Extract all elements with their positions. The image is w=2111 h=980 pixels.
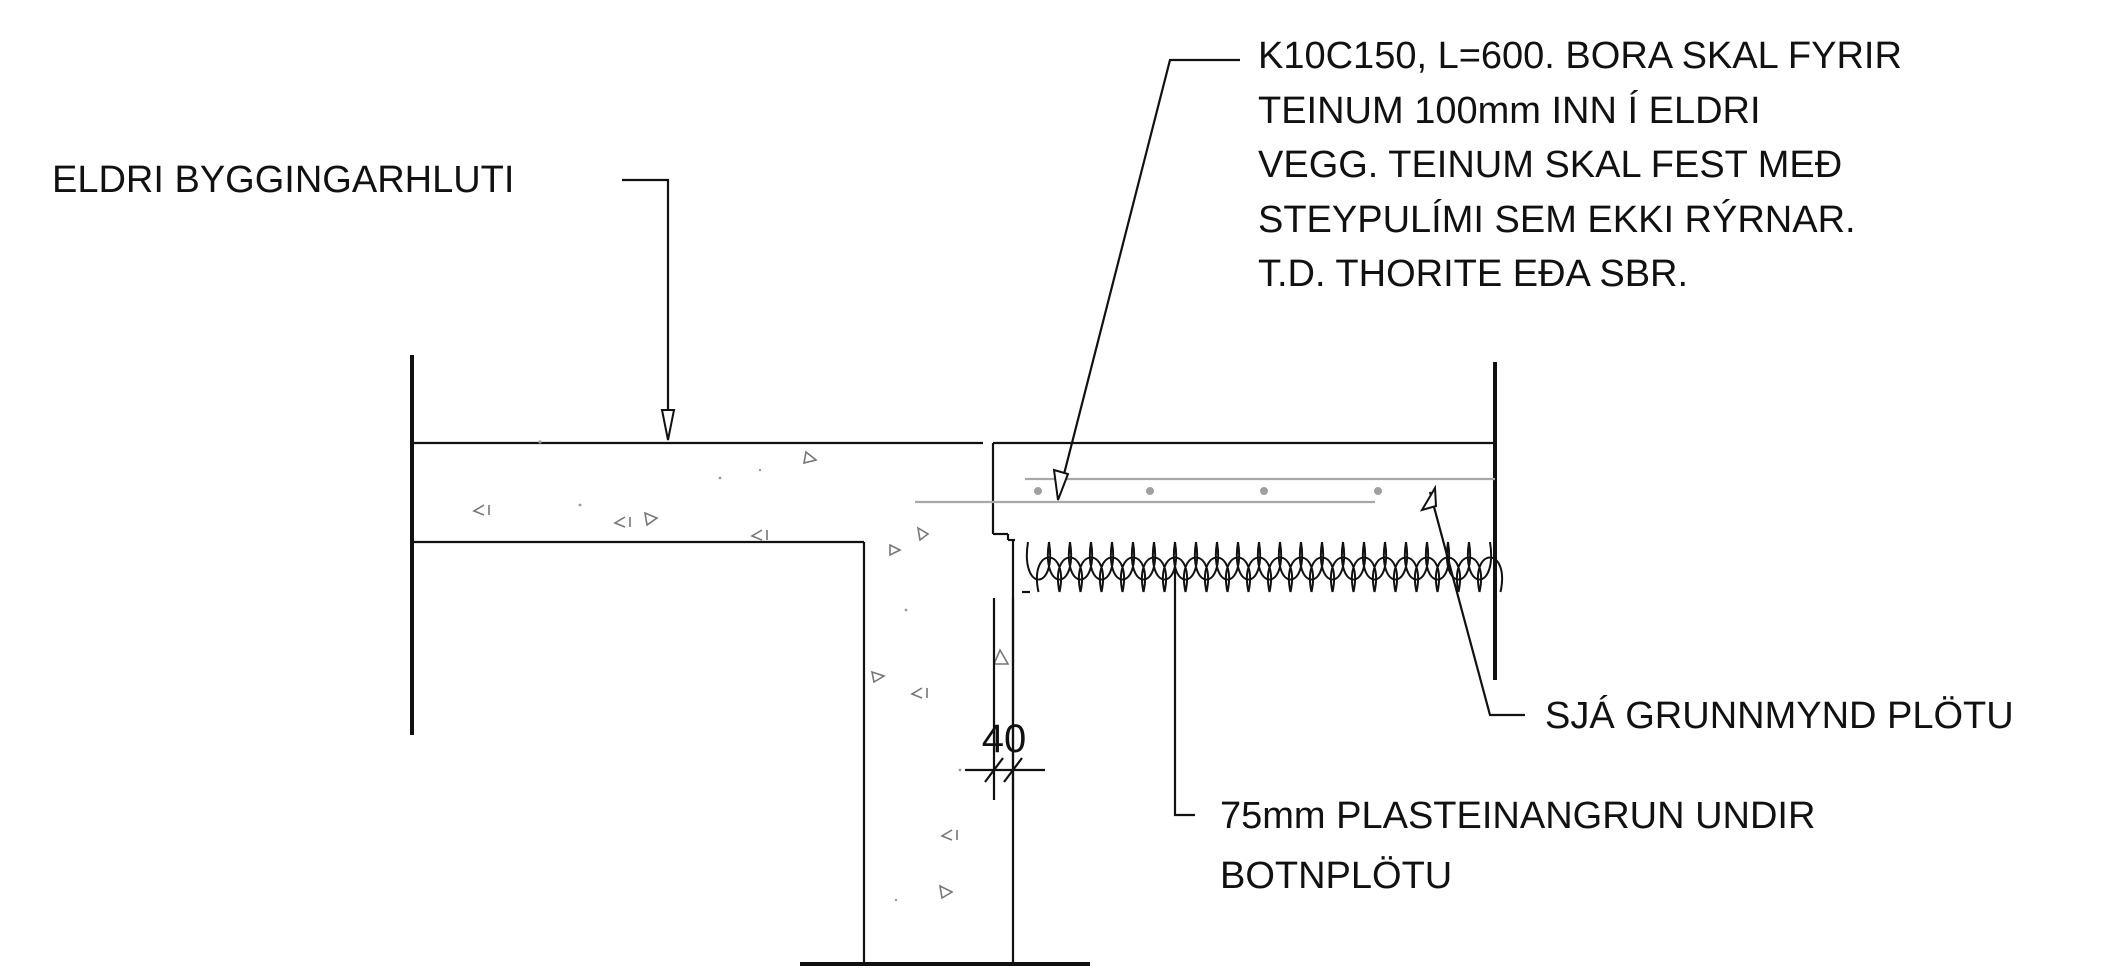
rebar-note-line-5: T.D. THORITE EÐA SBR. — [1258, 253, 1688, 295]
insulation-loops — [1025, 541, 1503, 593]
annotation-text: ELDRI BYGGINGARHLUTI K10C150, L=600. BOR… — [52, 35, 2014, 897]
aggregate-dot — [958, 768, 962, 772]
rebar-section-dot — [1260, 487, 1268, 495]
rebar-note-line-2: TEINUM 100mm INN Í ELDRI — [1258, 89, 1761, 132]
rebar-note-line-3: VEGG. TEINUM SKAL FEST MEÐ — [1258, 144, 1842, 186]
aggregate-mark — [643, 511, 659, 527]
aggregate-mark — [992, 648, 1010, 665]
rebar-section-dot — [1034, 487, 1042, 495]
aggregate-mark — [916, 526, 930, 542]
dimension-tick-right — [1003, 757, 1023, 783]
aggregate-mark — [750, 529, 763, 541]
aggregate-dot — [578, 503, 582, 507]
aggregate-mark — [802, 450, 818, 465]
dimension-value: 40 — [982, 717, 1027, 761]
insulation-layer — [1022, 541, 1503, 594]
new-floor-slab — [915, 362, 1497, 680]
existing-concrete-section — [410, 355, 1090, 966]
existing-part-arrowhead — [660, 409, 676, 441]
aggregate-mark — [938, 884, 954, 900]
rebar-note-leader — [1060, 58, 1240, 483]
insulation-note-line-1: 75mm PLASTEINANGRUN UNDIR — [1220, 795, 1815, 837]
rebar-section-dot — [1146, 487, 1154, 495]
dimension-tick-left — [984, 757, 1004, 783]
rebar-note-line-1: K10C150, L=600. BORA SKAL FYRIR — [1258, 35, 1902, 77]
aggregate-mark — [472, 504, 485, 516]
aggregate-dot — [718, 476, 722, 480]
leader-lines — [622, 58, 1525, 817]
rebar-section-dot — [1374, 487, 1382, 495]
dimension-40mm: 40 — [965, 598, 1045, 800]
slab-plan-leader — [1428, 491, 1525, 717]
slab-plan-ref-label: SJÁ GRUNNMYND PLÖTU — [1545, 694, 2014, 737]
rebar-note-arrowhead — [1052, 468, 1070, 501]
aggregate-mark — [910, 687, 923, 699]
aggregate-dot — [538, 440, 542, 444]
slab-plan-arrowhead — [1419, 484, 1438, 512]
aggregate-dot — [894, 898, 898, 902]
aggregate-mark — [870, 670, 886, 684]
aggregate-mark — [613, 516, 626, 528]
rebar-note-line-4: STEYPULÍMI SEM EKKI RÝRNAR. — [1258, 198, 1856, 241]
aggregate-dot — [904, 608, 908, 612]
concrete-aggregate-hatch — [472, 440, 1010, 902]
insulation-note-leader — [1173, 565, 1195, 817]
aggregate-dot — [758, 468, 762, 472]
aggregate-mark — [940, 829, 953, 841]
existing-part-label: ELDRI BYGGINGARHLUTI — [52, 159, 514, 201]
existing-part-leader — [622, 178, 670, 425]
insulation-note-line-2: BOTNPLÖTU — [1220, 855, 1452, 897]
aggregate-mark — [889, 543, 902, 557]
